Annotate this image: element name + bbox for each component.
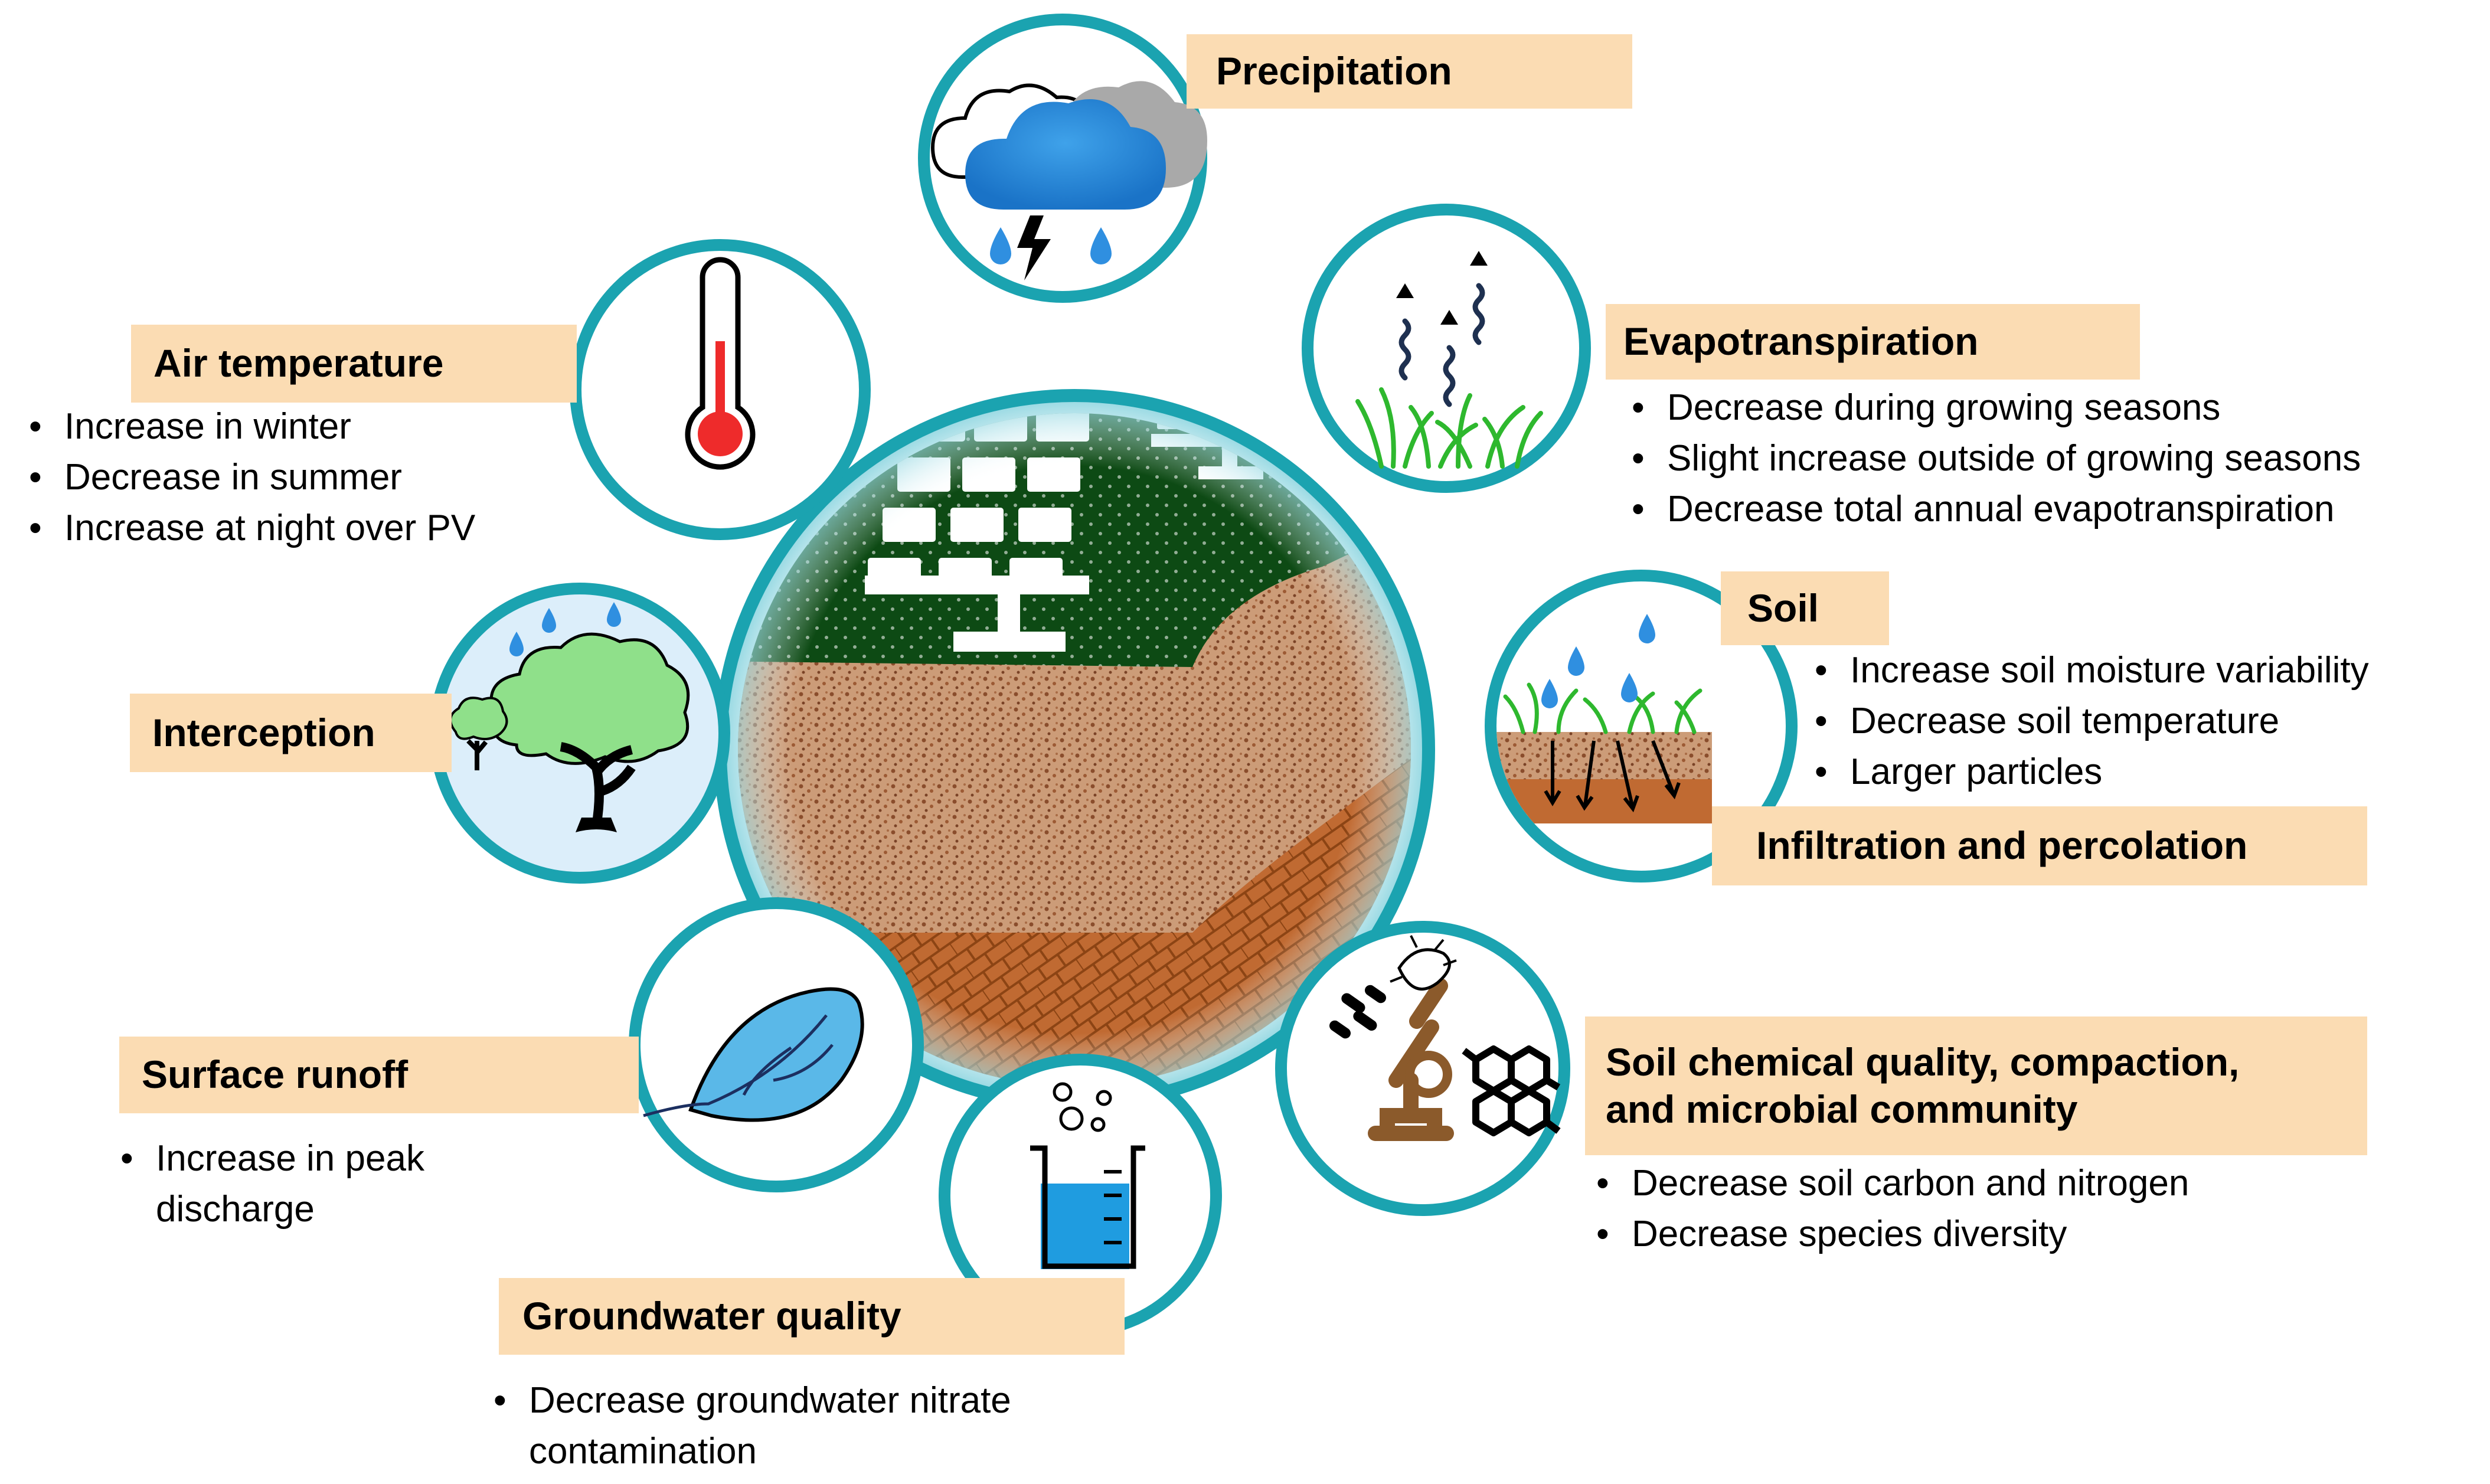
interception-circle [429, 583, 730, 884]
precipitation-label-text: Precipitation [1216, 49, 1452, 93]
air-temperature-circle [570, 239, 871, 540]
interception-label: Interception [130, 694, 452, 772]
list-item: Decrease groundwater nitrate contaminati… [491, 1375, 1141, 1477]
list-item: Larger particles [1812, 747, 2369, 797]
air-temperature-label-text: Air temperature [153, 341, 444, 385]
list-item: Decrease soil temperature [1812, 696, 2369, 747]
tree-icon [449, 602, 690, 832]
soil-label-text: Soil [1747, 586, 1819, 630]
soil-chemical-label-line1: Soil chemical quality, compaction, [1606, 1040, 2240, 1084]
groundwater-label-text: Groundwater quality [522, 1294, 901, 1338]
surface-runoff-circle [629, 897, 924, 1192]
soil-chemical-circle [1275, 921, 1570, 1216]
grass-vapor-icon [1355, 251, 1543, 469]
interception-label-text: Interception [152, 710, 375, 754]
precipitation-circle [918, 14, 1207, 303]
infiltration-label-text: Infiltration and percolation [1756, 823, 2248, 868]
air-temperature-bullets: Increase in winter Decrease in summer In… [27, 401, 475, 554]
surface-runoff-label-text: Surface runoff [142, 1052, 409, 1097]
soil-chemical-bullets: Decrease soil carbon and nitrogen Decrea… [1594, 1158, 2189, 1260]
groundwater-circle [939, 1054, 1222, 1337]
list-item: Decrease during growing seasons [1629, 383, 2361, 433]
soil-label: Soil [1721, 571, 1889, 645]
soil-infiltration-icon [1496, 614, 1712, 823]
groundwater-bullets: Decrease groundwater nitrate contaminati… [491, 1375, 1141, 1477]
beaker-icon [1030, 1082, 1145, 1269]
list-item: Decrease total annual evapotranspiration [1629, 484, 2361, 535]
evapotranspiration-circle [1302, 204, 1591, 493]
surface-runoff-label: Surface runoff [119, 1037, 639, 1113]
list-item: Increase soil moisture variability [1812, 645, 2369, 696]
evapotranspiration-bullets: Decrease during growing seasons Slight i… [1629, 383, 2361, 535]
list-item: Increase in peak discharge [118, 1133, 531, 1235]
list-item: Decrease soil carbon and nitrogen [1594, 1158, 2189, 1209]
surface-runoff-bullets: Increase in peak discharge [118, 1133, 531, 1235]
leaf-icon [643, 987, 864, 1122]
infiltration-label: Infiltration and percolation [1712, 806, 2367, 885]
list-item: Decrease species diversity [1594, 1209, 2189, 1260]
evapotranspiration-label: Evapotranspiration [1606, 304, 2140, 380]
thermometer-icon [685, 257, 756, 470]
evapotranspiration-label-text: Evapotranspiration [1623, 319, 1979, 364]
precipitation-label: Precipitation [1187, 34, 1632, 109]
storm-cloud-icon [930, 81, 1207, 280]
list-item: Increase in winter [27, 401, 475, 452]
list-item: Slight increase outside of growing seaso… [1629, 433, 2361, 484]
soil-bullets: Increase soil moisture variability Decre… [1812, 645, 2369, 797]
groundwater-label: Groundwater quality [499, 1278, 1125, 1355]
air-temperature-label: Air temperature [131, 325, 577, 403]
soil-chemical-label-line2: and microbial community [1606, 1087, 2078, 1131]
soil-chemical-label: Soil chemical quality, compaction, and m… [1585, 1016, 2367, 1155]
list-item: Increase at night over PV [27, 503, 475, 554]
list-item: Decrease in summer [27, 452, 475, 503]
soil-circle [1485, 570, 1798, 882]
microscope-molecule-icon [1329, 935, 1561, 1141]
